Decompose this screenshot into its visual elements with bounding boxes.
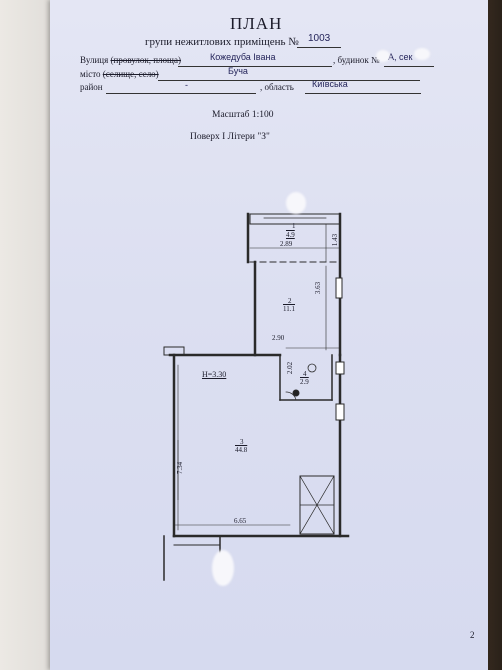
scale-label: Масштаб 1:100 (212, 110, 274, 120)
room-1-area: 4.9 (286, 231, 295, 239)
room-2-area: 11.1 (283, 305, 295, 313)
house-value: A, сек (388, 52, 413, 62)
city-underline (158, 80, 420, 81)
page-number: 2 (470, 630, 475, 640)
room-1-width: 2.89 (280, 240, 293, 248)
document-title: ПЛАН (230, 14, 283, 33)
room-4-number: 4 (303, 370, 307, 378)
room-3-number: 3 (240, 438, 244, 446)
room-4-depth: 2.02 (286, 361, 295, 375)
document-sheet: ПЛАН групи нежитлових приміщень № 1003 В… (50, 0, 488, 670)
district-underline (106, 93, 256, 94)
region-label: , область (260, 82, 294, 92)
room-3-depth: 7.34 (176, 461, 185, 475)
district-label: район (80, 82, 103, 92)
room-2-number: 2 (288, 297, 292, 305)
street-label-prefix: Вулиця (80, 55, 109, 65)
region-underline (305, 93, 421, 94)
redaction-mark-top (286, 192, 306, 214)
city-label: місто (селище, село) (80, 69, 159, 79)
street-value: Кожедуба Івана (210, 52, 276, 62)
room-2-depth: 3.63 (314, 281, 323, 295)
floor-label: Поверх І Літери "З" (190, 132, 270, 142)
window-room2 (335, 277, 343, 299)
door-arc-room4 (285, 391, 297, 401)
district-value: - (185, 80, 188, 90)
street-label: Вулиця (провулок, площа) (80, 55, 181, 65)
window-room4 (335, 361, 345, 375)
redaction-mark-house (376, 50, 390, 62)
group-number: 1003 (308, 33, 331, 44)
city-label-struck: (селище, село) (102, 69, 159, 79)
city-label-prefix: місто (80, 69, 101, 79)
room-1-depth: 1.43 (331, 233, 340, 247)
document-subtitle: групи нежитлових приміщень № (145, 36, 299, 48)
room-3-width: 6.65 (234, 517, 247, 525)
floor-plan (163, 212, 350, 581)
room-1-number: 1 (292, 222, 296, 230)
street-label-struck: (провулок, площа) (110, 55, 181, 65)
house-underline (384, 66, 434, 67)
toilet-icon (307, 363, 317, 373)
fixture-room4 (292, 389, 300, 397)
redaction-mark-bottom (212, 550, 234, 586)
room-3-area: 44.8 (235, 446, 248, 454)
city-value: Буча (228, 66, 248, 76)
redaction-mark-house-2 (414, 48, 430, 60)
room-2-width: 2.90 (272, 334, 285, 342)
window-room3 (335, 403, 345, 421)
room-4-area: 2.9 (300, 378, 309, 386)
ceiling-height: Н=3.30 (202, 370, 227, 379)
street-underline (178, 66, 332, 67)
group-number-underline (297, 47, 341, 48)
house-label: , будинок № (333, 55, 380, 65)
region-value: Київська (312, 79, 348, 89)
